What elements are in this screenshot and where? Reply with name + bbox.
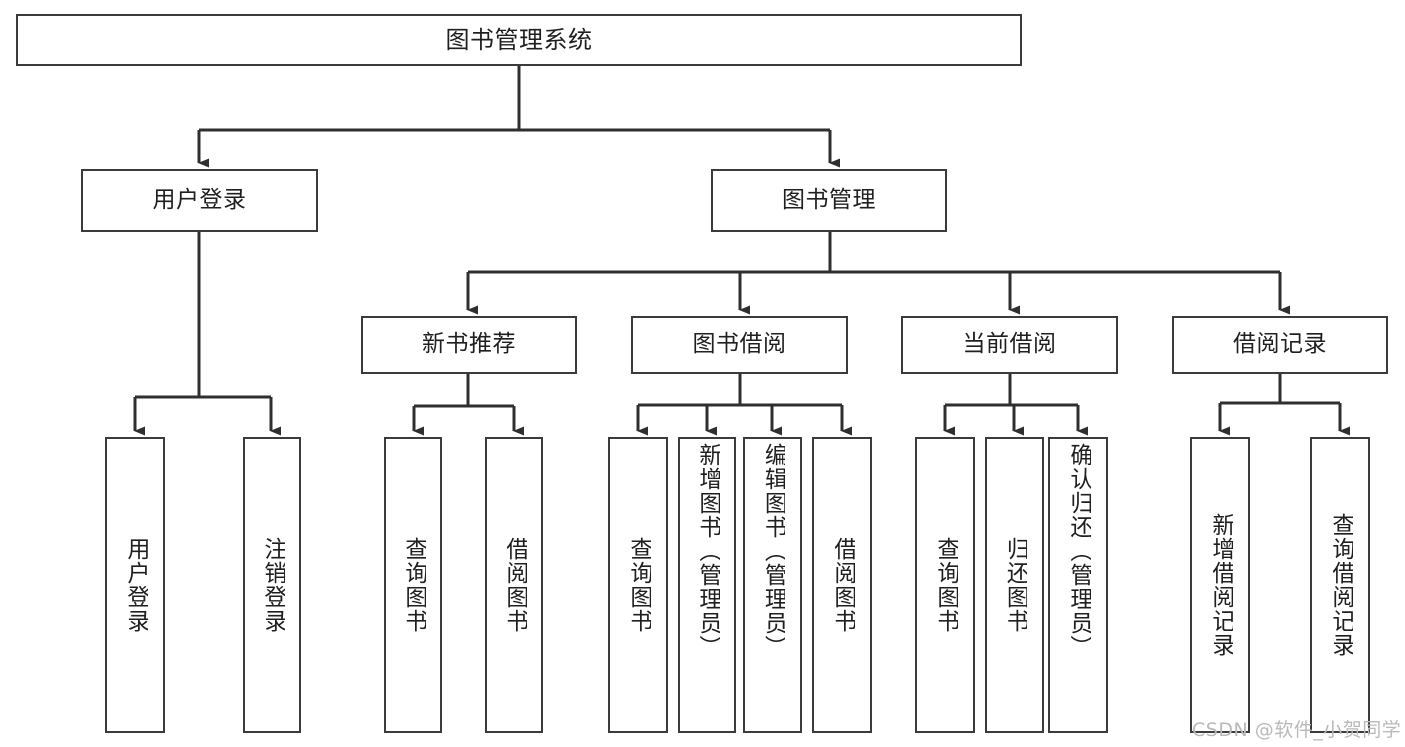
node-leaf-edit-book-label: 编辑图书（管理员） xyxy=(760,443,786,659)
node-leaf-return-book[interactable]: 归还图书 xyxy=(985,437,1044,733)
node-leaf-borrow-book-1[interactable]: 借阅图书 xyxy=(485,437,543,733)
node-leaf-confirm-return-label: 确认归还（管理员） xyxy=(1065,443,1091,659)
node-leaf-add-book[interactable]: 新增图书（管理员） xyxy=(678,437,736,733)
node-leaf-borrow-book-1-label: 借阅图书 xyxy=(501,537,527,633)
node-leaf-query-borrow-record[interactable]: 查询借阅记录 xyxy=(1310,437,1370,733)
node-book-management[interactable]: 图书管理 xyxy=(711,169,947,232)
node-leaf-confirm-return[interactable]: 确认归还（管理员） xyxy=(1048,437,1108,733)
node-root-label: 图书管理系统 xyxy=(445,25,593,54)
node-borrow-record-label: 借阅记录 xyxy=(1233,331,1327,358)
node-book-management-label: 图书管理 xyxy=(782,186,876,213)
node-book-borrow[interactable]: 图书借阅 xyxy=(631,316,848,374)
node-leaf-edit-book[interactable]: 编辑图书（管理员） xyxy=(743,437,802,733)
node-leaf-query-book-3-label: 查询图书 xyxy=(932,537,958,633)
node-leaf-user-login[interactable]: 用户登录 xyxy=(105,437,165,733)
node-leaf-query-book-1-label: 查询图书 xyxy=(400,537,426,633)
node-leaf-query-book-3[interactable]: 查询图书 xyxy=(915,437,975,733)
node-leaf-add-book-label: 新增图书（管理员） xyxy=(694,443,720,659)
node-current-borrow-label: 当前借阅 xyxy=(962,331,1057,358)
node-leaf-add-borrow-record[interactable]: 新增借阅记录 xyxy=(1190,437,1250,733)
node-leaf-logout-login-label: 注销登录 xyxy=(259,537,285,633)
node-new-book-recommend[interactable]: 新书推荐 xyxy=(361,316,577,374)
node-book-borrow-label: 图书借阅 xyxy=(692,331,787,358)
node-borrow-record[interactable]: 借阅记录 xyxy=(1172,316,1388,374)
csdn-watermark: CSDN @软件_小贺同学 xyxy=(1192,719,1402,741)
node-user-login[interactable]: 用户登录 xyxy=(81,169,318,232)
node-leaf-add-borrow-record-label: 新增借阅记录 xyxy=(1207,513,1233,657)
node-leaf-query-borrow-record-label: 查询借阅记录 xyxy=(1327,513,1353,657)
node-leaf-query-book-2[interactable]: 查询图书 xyxy=(608,437,668,733)
node-leaf-borrow-book-2[interactable]: 借阅图书 xyxy=(812,437,872,733)
node-leaf-borrow-book-2-label: 借阅图书 xyxy=(829,537,855,633)
node-root[interactable]: 图书管理系统 xyxy=(16,14,1022,66)
node-new-book-recommend-label: 新书推荐 xyxy=(422,331,516,358)
node-leaf-user-login-label: 用户登录 xyxy=(122,537,148,633)
node-current-borrow[interactable]: 当前借阅 xyxy=(901,316,1118,374)
node-leaf-query-book-1[interactable]: 查询图书 xyxy=(384,437,442,733)
node-user-login-label: 用户登录 xyxy=(152,186,247,213)
node-leaf-logout-login[interactable]: 注销登录 xyxy=(243,437,301,733)
node-leaf-return-book-label: 归还图书 xyxy=(1002,537,1028,633)
node-leaf-query-book-2-label: 查询图书 xyxy=(625,537,651,633)
